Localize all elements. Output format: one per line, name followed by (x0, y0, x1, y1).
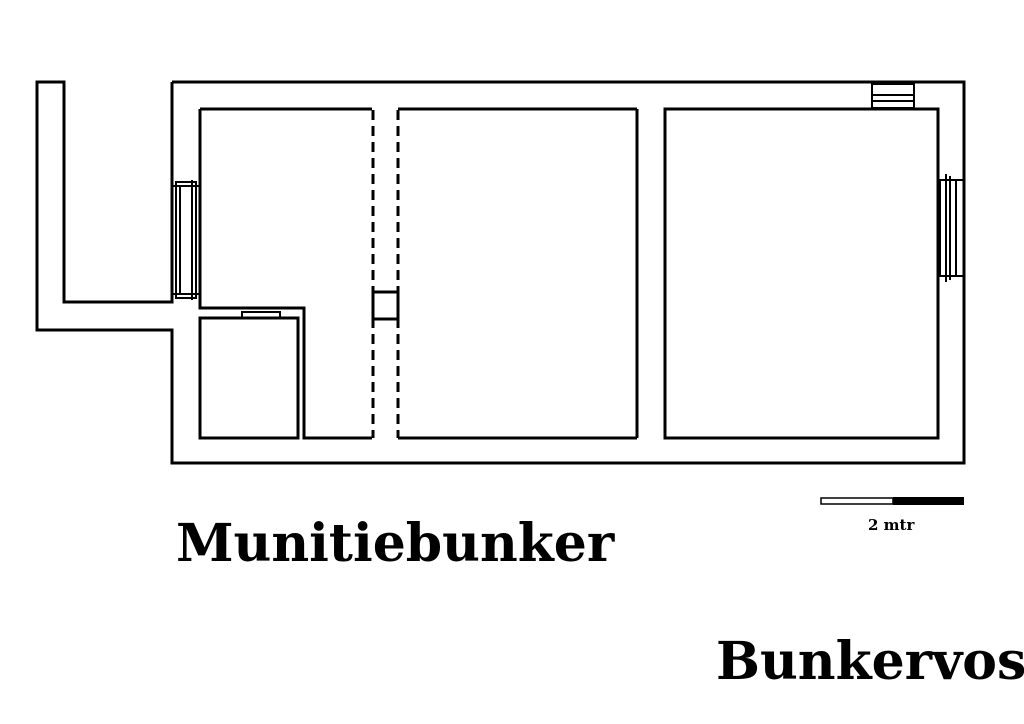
middle-room (398, 107, 639, 440)
storage-room (198, 311, 300, 440)
top-vent (871, 83, 915, 109)
dashed-partition (371, 110, 400, 438)
plan-title: Munitiebunker (176, 513, 615, 574)
right-room (663, 107, 940, 440)
left-room (198, 107, 372, 440)
site-name: Bunkervos (716, 631, 1024, 692)
right-doorway (939, 174, 965, 282)
left-doorway (171, 180, 201, 300)
passage-opening (371, 290, 400, 321)
scale-bar-label: 2 mtr (868, 516, 915, 534)
outer-wall (35, 80, 966, 465)
scale-bar (820, 497, 964, 505)
